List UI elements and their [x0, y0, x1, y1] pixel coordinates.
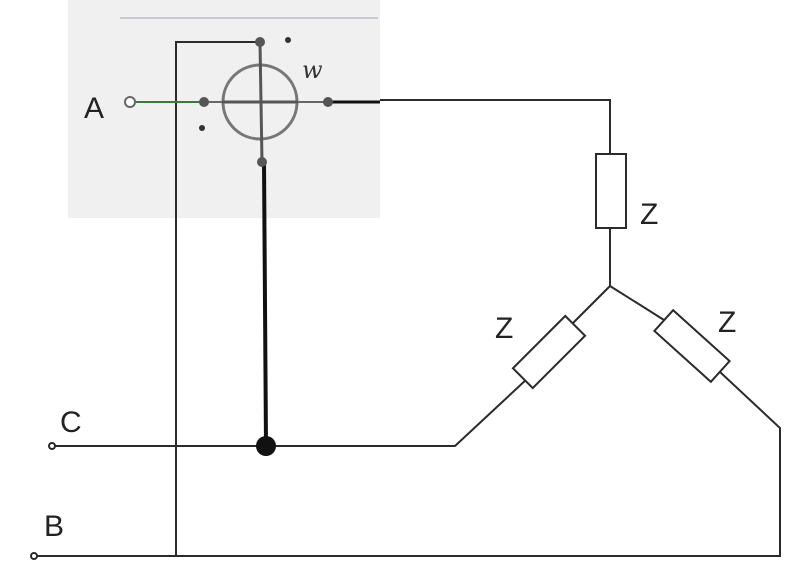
terminal-b — [30, 552, 38, 560]
wattmeter-terminal-right — [323, 97, 333, 107]
impedance-right — [652, 308, 732, 384]
impedance-left-label: Z — [495, 312, 513, 345]
impedance-top — [595, 153, 627, 229]
wattmeter-voltage-lead — [262, 161, 268, 447]
wattmeter-voltage-return-wire — [175, 41, 261, 556]
impedance-left-body — [511, 314, 587, 390]
terminal-c — [48, 442, 56, 450]
impedance-top-label: Z — [640, 198, 658, 231]
star-branch-left — [569, 285, 611, 327]
phase-a-label: A — [84, 92, 104, 125]
phase-c-label: C — [60, 406, 82, 439]
wattmeter-terminal-left — [199, 97, 209, 107]
wattmeter-polarity-dot-current — [199, 125, 205, 131]
impedance-right-label: Z — [718, 306, 736, 339]
junction-node-c — [256, 436, 276, 456]
wattmeter-terminal-bottom — [257, 157, 267, 167]
wattmeter-label: w — [302, 56, 323, 84]
phase-a-output-wire — [380, 99, 611, 154]
impedance-right-body — [652, 308, 732, 384]
terminal-a — [124, 96, 136, 108]
impedance-left — [511, 314, 587, 390]
phase-b-wire — [36, 371, 781, 557]
wattmeter: w — [199, 37, 333, 167]
star-branch-right — [609, 285, 665, 321]
phase-b-label: B — [44, 510, 64, 543]
phase-c-wire — [54, 377, 529, 447]
wattmeter-terminal-top — [255, 37, 265, 47]
wattmeter-polarity-dot-voltage — [285, 37, 291, 43]
